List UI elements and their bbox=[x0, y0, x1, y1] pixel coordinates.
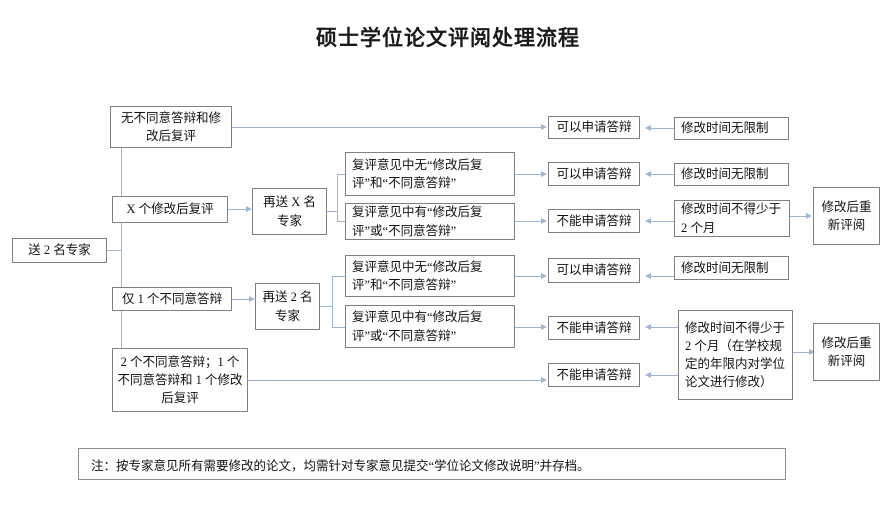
node-review-1[interactable]: 修改后重新评阅 bbox=[813, 187, 880, 245]
arrowhead-branch1-result1 bbox=[541, 123, 547, 130]
node-review-2[interactable]: 修改后重新评阅 bbox=[813, 323, 880, 381]
node-result-2[interactable]: 可以申请答辩 bbox=[548, 162, 640, 186]
connector-resend2-stub bbox=[320, 306, 332, 307]
connector-resendx-spine bbox=[337, 174, 338, 221]
connector-resend2-to-condc bbox=[332, 276, 345, 277]
node-condition-d[interactable]: 复评意见中有“修改后复评”或“不同意答辩” bbox=[345, 305, 515, 348]
connector-resendx-stub bbox=[327, 211, 337, 212]
footer-note: 注：按专家意见所有需要修改的论文，均需针对专家意见提交“学位论文修改说明”并存档… bbox=[78, 448, 786, 480]
connector-time4-to-result4 bbox=[650, 276, 674, 277]
arrowhead-branch2-resendx bbox=[246, 205, 252, 212]
node-condition-b[interactable]: 复评意见中有“修改后复评”或“不同意答辩” bbox=[345, 203, 515, 240]
connector-branch2-to-resendx bbox=[228, 209, 247, 210]
connector-time5-to-review2 bbox=[793, 352, 810, 353]
node-result-4[interactable]: 可以申请答辩 bbox=[548, 258, 640, 283]
arrowhead-time5-result6 bbox=[645, 371, 651, 378]
connector-time1-to-result1 bbox=[650, 128, 674, 129]
node-branch-two-objection[interactable]: 2 个不同意答辩；1 个不同意答辩和 1 个修改后复评 bbox=[112, 348, 248, 412]
connector-time3-to-review1 bbox=[790, 216, 807, 217]
connector-resend2-to-condd bbox=[332, 327, 345, 328]
connector-condb-to-result3 bbox=[515, 221, 542, 222]
arrowhead-condb-result3 bbox=[541, 217, 547, 224]
arrowhead-time5-result5 bbox=[645, 323, 651, 330]
arrowhead-conda-result2 bbox=[541, 170, 547, 177]
connector-condc-to-result4 bbox=[515, 276, 542, 277]
node-time-2[interactable]: 修改时间无限制 bbox=[674, 163, 789, 186]
connector-branch4-to-result6 bbox=[248, 380, 542, 381]
arrowhead-time3-result3 bbox=[645, 217, 651, 224]
arrowhead-time5-review2 bbox=[809, 348, 815, 355]
connector-resendx-to-condb bbox=[337, 221, 345, 222]
connector-condd-to-result5 bbox=[515, 327, 542, 328]
node-resend-x-experts[interactable]: 再送 X 名专家 bbox=[252, 188, 327, 235]
connector-time5-to-result6 bbox=[650, 375, 678, 376]
arrowhead-time3-review1 bbox=[806, 212, 812, 219]
node-branch-x-revise[interactable]: X 个修改后复评 bbox=[112, 196, 228, 223]
node-time-5[interactable]: 修改时间不得少于 2 个月（在学校规定的年限内对学位论文进行修改） bbox=[678, 310, 793, 400]
node-condition-a[interactable]: 复评意见中无“修改后复评”和“不同意答辩” bbox=[345, 152, 515, 196]
connector-resendx-to-conda bbox=[337, 174, 345, 175]
node-result-5[interactable]: 不能申请答辩 bbox=[548, 316, 640, 340]
node-time-3[interactable]: 修改时间不得少于 2 个月 bbox=[674, 200, 790, 237]
node-start[interactable]: 送 2 名专家 bbox=[12, 238, 107, 263]
connector-branch1-to-result1 bbox=[232, 127, 542, 128]
connector-conda-to-result2 bbox=[515, 174, 542, 175]
node-result-1[interactable]: 可以申请答辩 bbox=[548, 116, 640, 139]
arrowhead-time1-result1 bbox=[645, 124, 651, 131]
connector-start-spine bbox=[121, 127, 122, 380]
arrowhead-branch3-resend2 bbox=[249, 295, 255, 302]
node-result-3[interactable]: 不能申请答辩 bbox=[548, 209, 640, 233]
connector-branch3-to-resend2 bbox=[232, 299, 250, 300]
connector-time2-to-result2 bbox=[650, 174, 674, 175]
node-branch-no-objection[interactable]: 无不同意答辩和修改后复评 bbox=[110, 106, 232, 148]
arrowhead-time4-result4 bbox=[645, 272, 651, 279]
node-condition-c[interactable]: 复评意见中无“修改后复评”和“不同意答辩” bbox=[345, 255, 515, 297]
page-title: 硕士学位论文评阅处理流程 bbox=[316, 26, 580, 50]
arrowhead-time2-result2 bbox=[645, 170, 651, 177]
connector-start-stub bbox=[107, 250, 121, 251]
connector-time5-to-result5 bbox=[650, 327, 678, 328]
arrowhead-branch4-result6 bbox=[541, 376, 547, 383]
connector-resend2-spine bbox=[332, 276, 333, 327]
node-time-4[interactable]: 修改时间无限制 bbox=[674, 256, 789, 280]
arrowhead-condd-result5 bbox=[541, 323, 547, 330]
node-result-6[interactable]: 不能申请答辩 bbox=[548, 363, 640, 387]
node-time-1[interactable]: 修改时间无限制 bbox=[674, 117, 789, 140]
connector-time3-to-result3 bbox=[650, 221, 674, 222]
node-resend-2-experts[interactable]: 再送 2 名专家 bbox=[255, 283, 320, 330]
arrowhead-condc-result4 bbox=[541, 272, 547, 279]
node-branch-one-objection[interactable]: 仅 1 个不同意答辩 bbox=[112, 287, 232, 311]
